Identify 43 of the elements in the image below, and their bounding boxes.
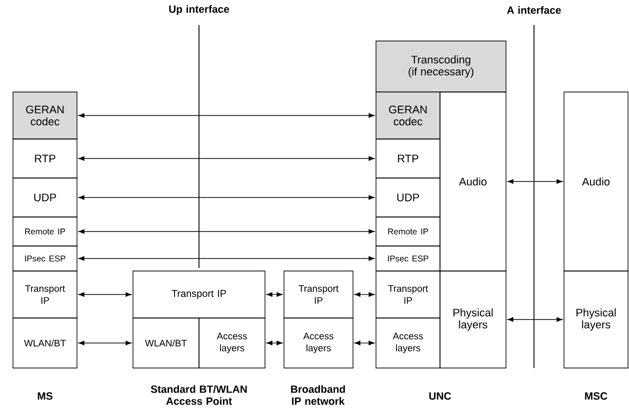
- layer-box: Audio: [564, 92, 628, 272]
- arrow: [78, 256, 374, 261]
- column-label: MS: [38, 392, 52, 400]
- layer-box: Audio: [440, 92, 506, 272]
- arrow: [78, 156, 374, 161]
- layer-box: Physical layers: [564, 270, 628, 368]
- layer-box: UDP: [376, 178, 440, 218]
- layer-box: RTP: [376, 138, 440, 178]
- layer-box: IPsec ESP: [376, 246, 440, 272]
- layer-box: Transport IP: [12, 270, 78, 318]
- arrow: [78, 113, 374, 118]
- layer-box: Remote IP: [376, 216, 440, 246]
- shaded-layer-box: GERAN codec: [376, 92, 440, 140]
- layer-box: Remote IP: [12, 216, 78, 246]
- arrow: [78, 195, 374, 200]
- column-label: MSC: [585, 392, 608, 400]
- arrow: [78, 292, 132, 297]
- column-label: UNC: [429, 392, 452, 400]
- arrow: [78, 340, 132, 346]
- layer-box: Access layers: [198, 318, 266, 368]
- layer-box: RTP: [12, 138, 78, 178]
- layer-box: Physical layers: [440, 270, 506, 368]
- arrow: [508, 179, 562, 184]
- arrow: [266, 292, 282, 297]
- layer-box: Access layers: [376, 318, 440, 368]
- layer-box: WLAN/BT: [12, 318, 78, 368]
- interface-label: Up interface: [169, 5, 230, 15]
- layer-box: Transport IP: [284, 270, 354, 318]
- layer-box: Transport IP: [376, 270, 440, 318]
- arrow: [508, 317, 562, 322]
- arrow: [266, 340, 282, 346]
- column-label: Standard BT/WLAN Access Point: [150, 385, 247, 405]
- column-label: Broadband IP network: [291, 385, 345, 405]
- arrow: [354, 292, 374, 297]
- interface-label: A interface: [507, 6, 561, 14]
- layer-box: WLAN/BT: [132, 318, 200, 368]
- layer-box: Transport IP: [132, 270, 266, 318]
- layer-box: UDP: [12, 178, 78, 218]
- layer-box: IPsec ESP: [12, 246, 78, 272]
- arrow: [78, 229, 374, 234]
- layer-box: Access layers: [284, 318, 354, 368]
- shaded-layer-box: GERAN codec: [12, 92, 78, 140]
- arrow: [354, 340, 374, 346]
